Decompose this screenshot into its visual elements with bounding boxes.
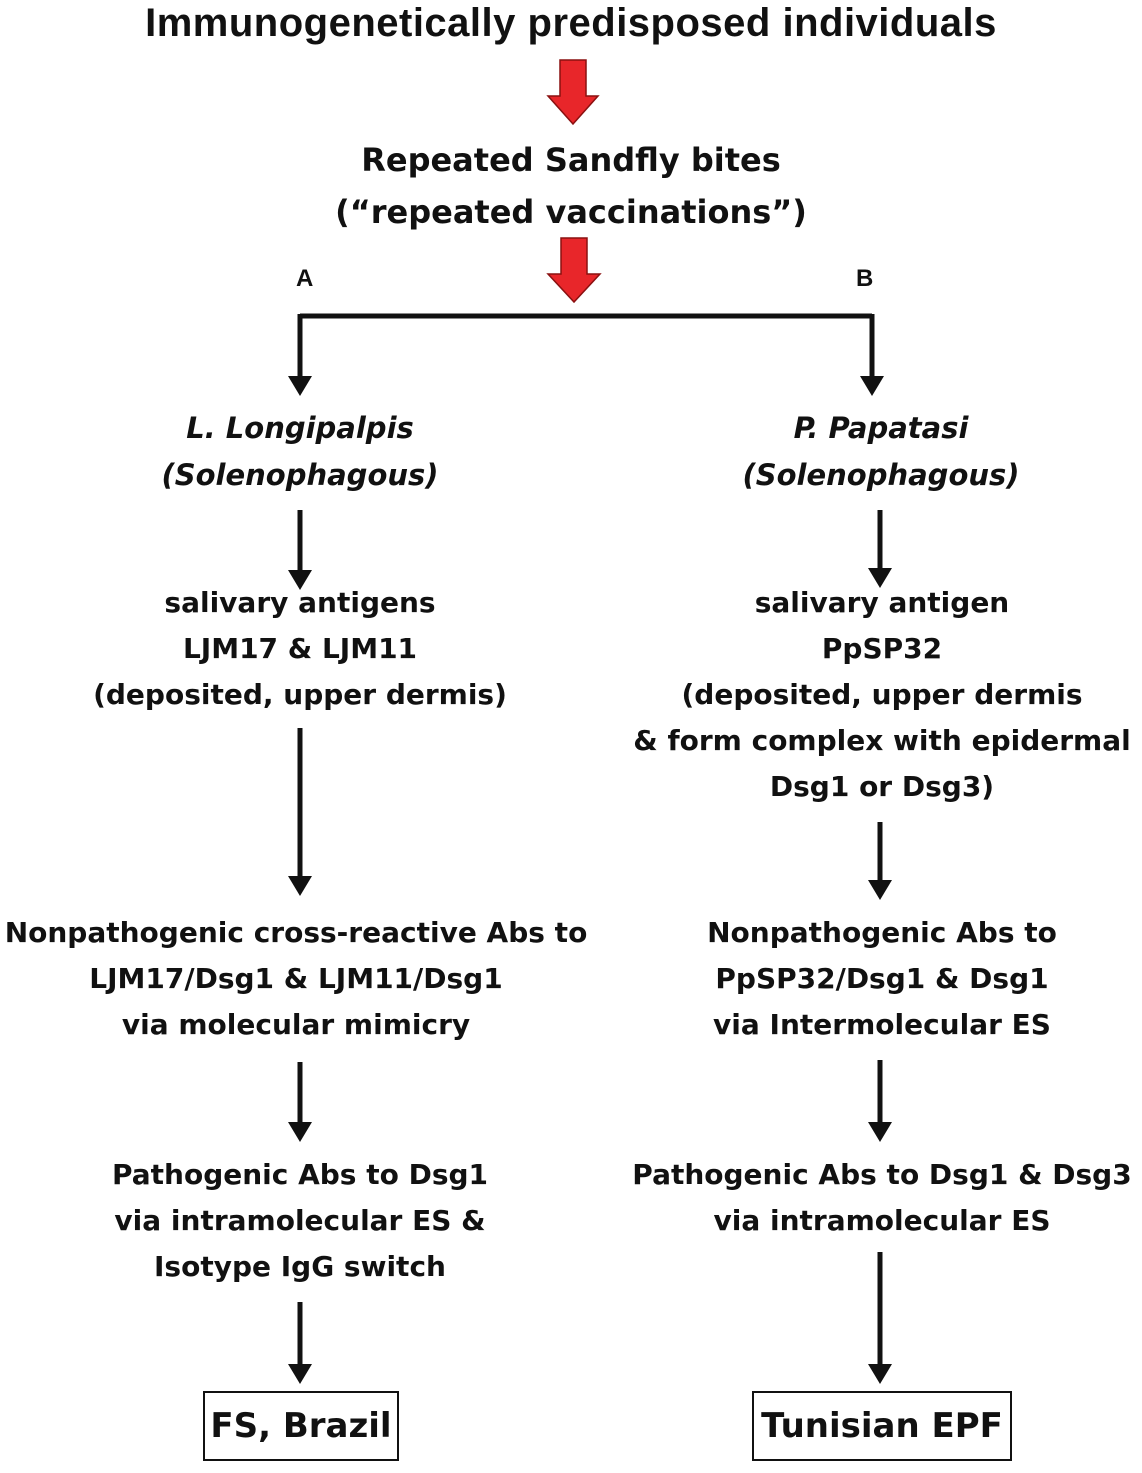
branch-b-pathogenic-line-1: Pathogenic Abs to Dsg1 & Dsg3: [632, 1158, 1132, 1191]
arrowhead-a-4: [288, 1364, 312, 1384]
branch-a-outcome: FS, Brazil: [203, 1391, 399, 1461]
diagram-title-text: Immunogenetically predisposed individual…: [145, 1, 997, 45]
branch-a-antigens: salivary antigens LJM17 & LJM11 (deposit…: [0, 580, 600, 718]
branch-b-species-name: P. Papatasi: [793, 411, 969, 445]
branch-a-species-name: L. Longipalpis: [186, 411, 414, 445]
branch-a-species-type: (Solenophagous): [161, 458, 439, 492]
branch-b-pathogenic: Pathogenic Abs to Dsg1 & Dsg3 via intram…: [622, 1152, 1142, 1244]
arrowhead-a-2: [288, 876, 312, 896]
branch-b-label: B: [856, 265, 874, 292]
diagram-title: Immunogenetically predisposed individual…: [0, 0, 1142, 46]
red-arrow-2: [546, 237, 602, 304]
branch-a-antigens-line-3: (deposited, upper dermis): [93, 678, 507, 711]
arrowhead-a-1: [288, 570, 312, 590]
branch-b-antigens-line-3: (deposited, upper dermis: [681, 678, 1083, 711]
branch-a-pathogenic: Pathogenic Abs to Dsg1 via intramolecula…: [0, 1152, 600, 1290]
arrowhead-a-3: [288, 1122, 312, 1142]
branch-b-antigens-line-1: salivary antigen: [754, 586, 1010, 619]
exposure-line-2: (“repeated vaccinations”): [335, 193, 807, 231]
branch-b-outcome: Tunisian EPF: [752, 1391, 1012, 1461]
branch-a-nonpathogenic: Nonpathogenic cross-reactive Abs to LJM1…: [0, 910, 592, 1048]
branch-a-nonpathogenic-line-1: Nonpathogenic cross-reactive Abs to: [4, 916, 588, 949]
branch-b-nonpathogenic: Nonpathogenic Abs to PpSP32/Dsg1 & Dsg1 …: [622, 910, 1142, 1048]
branch-b-nonpathogenic-line-3: via Intermolecular ES: [713, 1008, 1051, 1041]
branch-b-antigens-line-2: PpSP32: [821, 632, 943, 665]
branch-b-antigens: salivary antigen PpSP32 (deposited, uppe…: [622, 580, 1142, 810]
exposure-node: Repeated Sandfly bites (“repeated vaccin…: [0, 134, 1142, 238]
branch-a-pathogenic-line-2: via intramolecular ES &: [114, 1204, 486, 1237]
branch-b-nonpathogenic-line-1: Nonpathogenic Abs to: [707, 916, 1057, 949]
branch-a-pathogenic-line-1: Pathogenic Abs to Dsg1: [111, 1158, 489, 1191]
branch-a-antigens-line-1: salivary antigens: [164, 586, 436, 619]
branch-b-nonpathogenic-line-2: PpSP32/Dsg1 & Dsg1: [715, 962, 1049, 995]
arrowhead-b-2: [868, 880, 892, 900]
branch-a-antigens-line-2: LJM17 & LJM11: [182, 632, 418, 665]
branch-b-antigens-line-4: & form complex with epidermal: [633, 724, 1131, 757]
branch-a-label: A: [296, 265, 314, 292]
exposure-line-1: Repeated Sandfly bites: [361, 141, 781, 179]
branch-b-species: P. Papatasi (Solenophagous): [600, 405, 1142, 499]
arrowhead-a-species: [288, 376, 312, 396]
arrowhead-b-3: [868, 1122, 892, 1142]
branch-a-nonpathogenic-line-2: LJM17/Dsg1 & LJM11/Dsg1: [89, 962, 503, 995]
branch-b-species-type: (Solenophagous): [742, 458, 1020, 492]
branch-a-species: L. Longipalpis (Solenophagous): [0, 405, 600, 499]
branch-a-nonpathogenic-line-3: via molecular mimicry: [121, 1008, 471, 1041]
arrowhead-b-species: [860, 376, 884, 396]
arrowhead-b-4: [868, 1364, 892, 1384]
arrowhead-b-1: [868, 568, 892, 588]
branch-b-antigens-line-5: Dsg1 or Dsg3): [769, 770, 995, 803]
branch-b-pathogenic-line-2: via intramolecular ES: [713, 1204, 1051, 1237]
red-arrow-1: [546, 59, 600, 126]
branch-a-pathogenic-line-3: Isotype IgG switch: [154, 1250, 446, 1283]
